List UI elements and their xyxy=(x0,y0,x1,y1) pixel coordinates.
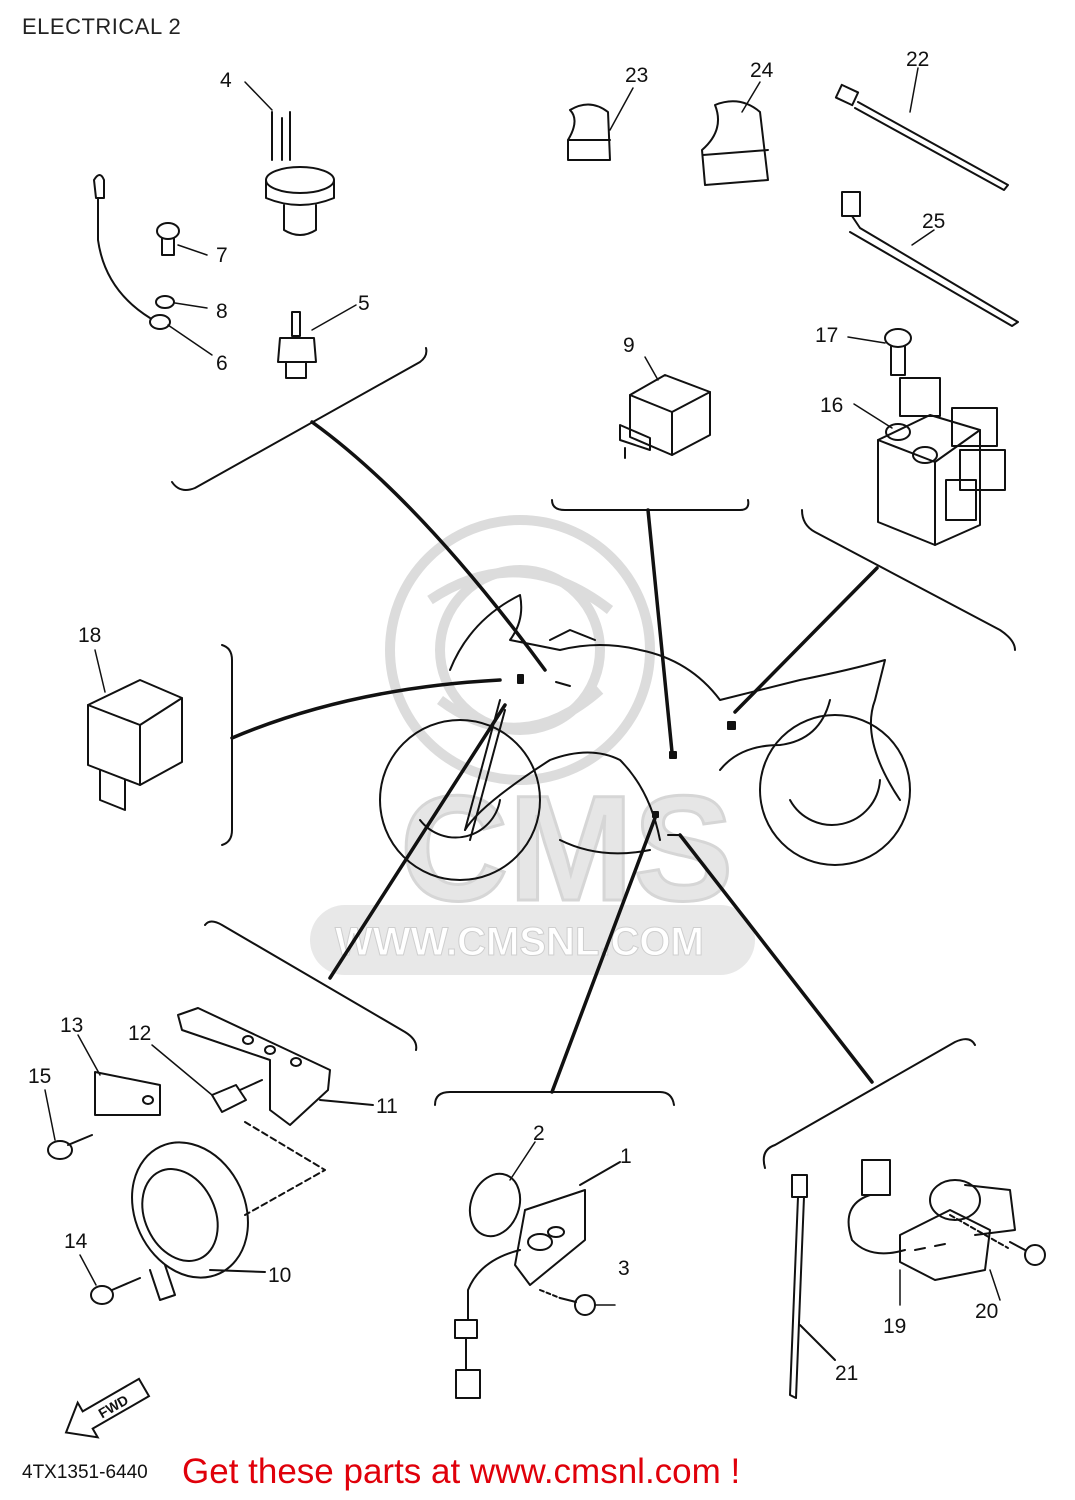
motorcycle-outline xyxy=(379,594,911,881)
watermark-url: WWW.CMSNL.COM xyxy=(335,920,704,964)
label-20: 20 xyxy=(975,1300,998,1323)
label-18: 18 xyxy=(78,624,101,647)
leader-top-center xyxy=(646,508,674,754)
part-14-bolt xyxy=(90,1277,141,1305)
label-25: 25 xyxy=(922,210,945,233)
leader-bottom-right xyxy=(678,833,874,1084)
label-14: 14 xyxy=(64,1230,88,1253)
diagram-code: 4TX1351-6440 xyxy=(22,1462,148,1483)
label-2: 2 xyxy=(533,1122,545,1145)
footer-cta-text: Get these parts at www.cmsnl.com ! xyxy=(182,1452,741,1491)
part-9-relay xyxy=(619,374,711,459)
label-leaders xyxy=(44,67,1001,1306)
label-23: 23 xyxy=(625,64,648,87)
label-7: 7 xyxy=(216,244,228,267)
label-6: 6 xyxy=(216,352,228,375)
label-13: 13 xyxy=(60,1014,83,1037)
part-18-flasher-relay xyxy=(87,679,183,811)
watermark xyxy=(385,515,655,785)
part-21-cable-tie xyxy=(789,1174,836,1399)
part-17-bolt xyxy=(884,328,912,376)
part-24-clamp xyxy=(701,100,769,186)
bracket-bottom-right xyxy=(762,1038,976,1169)
leader-bottom-center xyxy=(550,816,657,1094)
part-5-sensor xyxy=(277,311,317,379)
part-22-cable-tie xyxy=(834,83,1009,191)
part-1-sensor-assembly xyxy=(454,1161,621,1399)
part-6-lead-wire xyxy=(93,174,171,330)
leader-left xyxy=(230,678,502,740)
label-4: 4 xyxy=(220,69,232,92)
label-15: 15 xyxy=(28,1065,51,1088)
label-19: 19 xyxy=(883,1315,906,1338)
label-16: 16 xyxy=(820,394,843,417)
part-23-clamp xyxy=(567,103,611,161)
part-7-screw xyxy=(156,222,180,256)
bracket-top-left xyxy=(171,347,428,491)
part-25-cable-tie xyxy=(841,191,1019,327)
label-24: 24 xyxy=(750,59,774,82)
fwd-arrow: FWD xyxy=(64,1377,151,1439)
label-12: 12 xyxy=(128,1022,151,1045)
bracket-bottom-left xyxy=(204,920,418,1051)
part-4-thermo-switch xyxy=(265,111,335,236)
part-3-screw xyxy=(539,1289,596,1316)
part-10-horn xyxy=(131,1141,266,1301)
bracket-bottom-center xyxy=(434,1091,675,1106)
leader-bottom-left xyxy=(328,703,507,980)
label-17: 17 xyxy=(815,324,838,347)
part-19-switch xyxy=(847,1159,1016,1281)
label-3: 3 xyxy=(618,1257,630,1280)
label-1: 1 xyxy=(620,1145,632,1168)
part-16-starter-relay xyxy=(877,377,1006,546)
watermark-url-band xyxy=(310,905,755,975)
label-11: 11 xyxy=(376,1095,398,1118)
bracket-left xyxy=(221,644,233,846)
label-21: 21 xyxy=(835,1362,858,1385)
diagram-title: ELECTRICAL 2 xyxy=(22,14,182,39)
part-20-screw xyxy=(1009,1241,1046,1266)
part-15-bolt xyxy=(47,1134,93,1160)
label-10: 10 xyxy=(268,1264,291,1287)
leader-top-left xyxy=(310,420,547,672)
label-9: 9 xyxy=(623,334,635,357)
label-22: 22 xyxy=(906,48,929,71)
part-13-stay xyxy=(94,1071,161,1116)
part-11-horn-bracket xyxy=(177,1007,374,1216)
label-8: 8 xyxy=(216,300,228,323)
part-8-washer xyxy=(155,295,175,309)
leader-top-right xyxy=(733,566,879,714)
bracket-top-center xyxy=(551,499,750,511)
label-5: 5 xyxy=(358,292,370,315)
part-12-bolt xyxy=(211,1079,263,1113)
part-2-o-ring xyxy=(468,1172,522,1238)
bracket-top-right xyxy=(801,509,1016,651)
